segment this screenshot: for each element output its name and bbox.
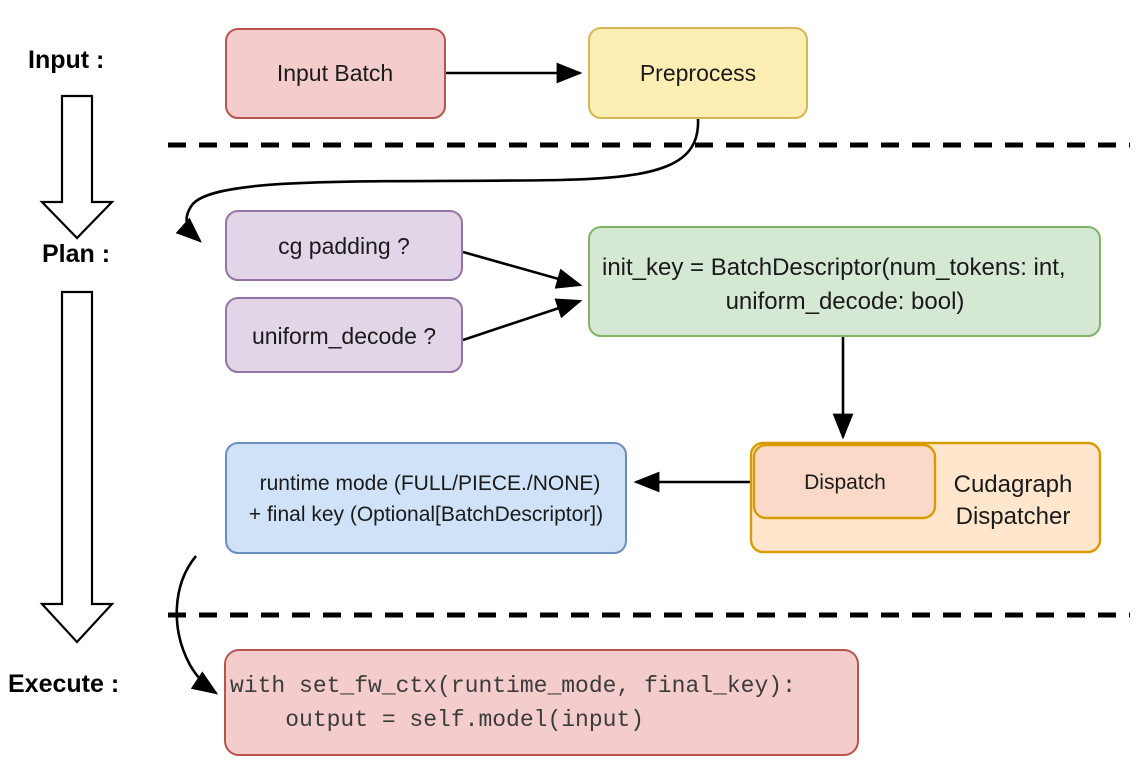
node-dispatch-label: Dispatch — [804, 471, 886, 494]
node-uniform-decode-label: uniform_decode ? — [252, 323, 436, 349]
stage-label-plan: Plan : — [42, 240, 110, 268]
stage-progress-arrow-input-to-plan — [39, 94, 115, 240]
node-uniform-decode[interactable]: uniform_decode ? — [225, 297, 463, 373]
connector-preprocess-to-cg-padding — [175, 118, 700, 243]
node-cg-padding[interactable]: cg padding ? — [225, 210, 463, 281]
node-init-key-label-line1: init_key = BatchDescriptor(num_tokens: i… — [602, 254, 1066, 281]
node-execute-code-line1: with set_fw_ctx(runtime_mode, final_key)… — [230, 673, 796, 699]
connector-cg-padding-to-init-key — [462, 250, 583, 289]
node-input-batch[interactable]: Input Batch — [225, 28, 446, 119]
node-input-batch-shape — [225, 28, 446, 119]
connector-uniform-decode-to-init-key — [462, 298, 583, 342]
node-runtime-mode-label-line1: runtime mode (FULL/PIECE./NONE) — [260, 472, 601, 495]
node-cudagraph-dispatcher-label-line2: Dispatcher — [956, 503, 1071, 530]
connector-runtime-mode-to-execute-code — [175, 555, 219, 695]
node-init-key-shape — [588, 226, 1101, 337]
stage-label-input: Input : — [28, 46, 104, 74]
node-runtime-mode-shape — [225, 442, 627, 554]
node-dispatch[interactable]: Dispatch — [752, 443, 937, 520]
node-execute-code-shape — [224, 649, 859, 756]
node-execute-code-line2: output = self.model(input) — [230, 707, 644, 733]
node-preprocess-label: Preprocess — [640, 60, 756, 86]
node-preprocess[interactable]: Preprocess — [588, 27, 808, 119]
node-execute-code[interactable]: with set_fw_ctx(runtime_mode, final_key)… — [224, 649, 859, 756]
node-cg-padding-label: cg padding ? — [278, 233, 410, 259]
stage-progress-arrow-plan-to-execute — [39, 290, 115, 644]
node-input-batch-label: Input Batch — [277, 60, 393, 86]
node-cudagraph-dispatcher-label-line1: Cudagraph — [954, 471, 1073, 498]
stage-label-execute: Execute : — [8, 670, 119, 698]
node-init-key[interactable]: init_key = BatchDescriptor(num_tokens: i… — [588, 226, 1101, 337]
node-dispatch-shape — [752, 443, 937, 520]
node-runtime-mode[interactable]: runtime mode (FULL/PIECE./NONE) + final … — [225, 442, 627, 554]
node-init-key-label-line2: uniform_decode: bool) — [726, 288, 965, 315]
node-cg-padding-shape — [225, 210, 463, 281]
node-runtime-mode-label-line2: + final key (Optional[BatchDescriptor]) — [249, 503, 603, 526]
node-preprocess-shape — [588, 27, 808, 119]
node-uniform-decode-shape — [225, 297, 463, 373]
